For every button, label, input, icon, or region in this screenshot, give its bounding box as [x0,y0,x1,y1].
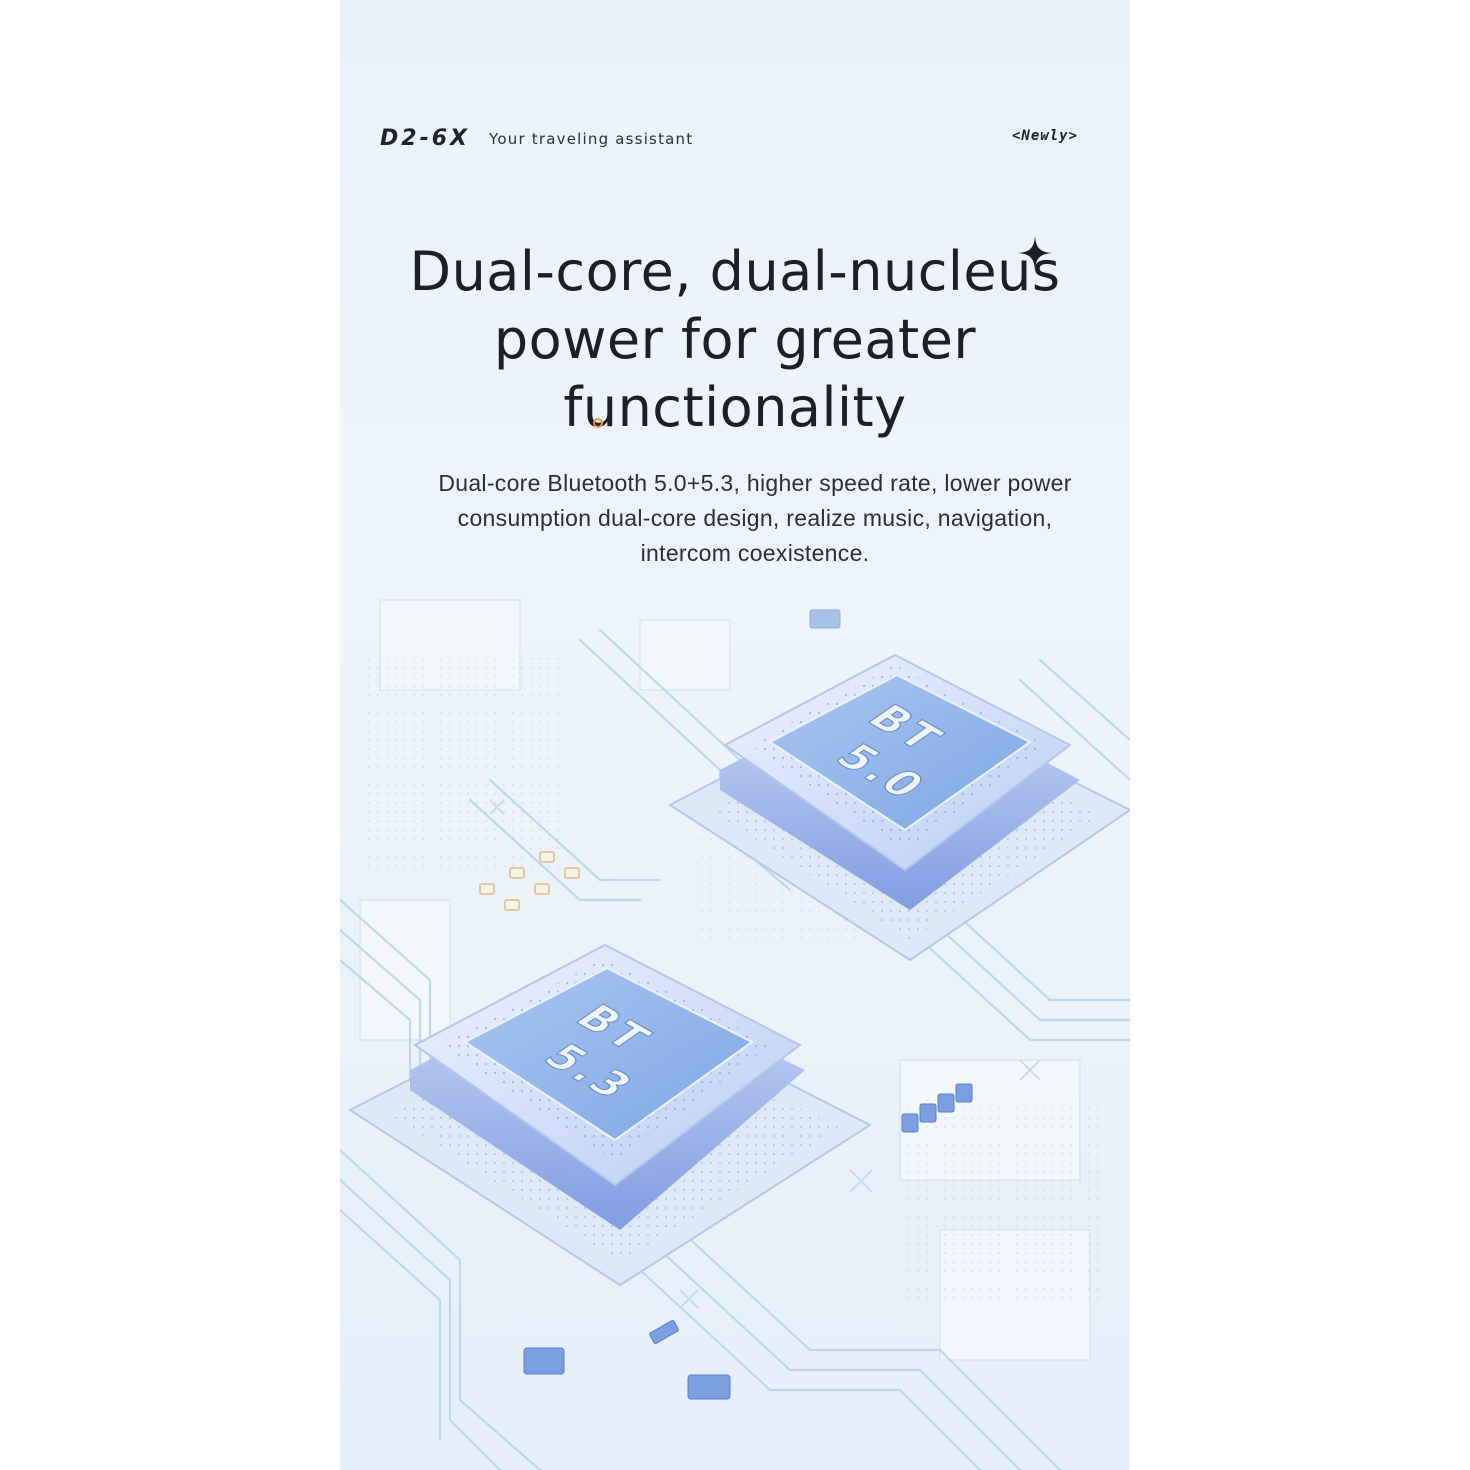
feature-description: Dual-core Bluetooth 5.0+5.3, higher spee… [380,466,1130,571]
accent-dot-icon [593,418,603,428]
headline-line: Dual-core, dual-nucleus [409,240,1061,303]
description-line: consumption dual-core design, realize mu… [457,505,1053,531]
sparkle-icon [1018,236,1052,270]
description-line: Dual-core Bluetooth 5.0+5.3, higher spee… [438,470,1072,496]
chip-bt-5-0: BT 5.0 [668,653,1130,962]
product-panel: BT 5.0 BT 5.3 D2-6X Your traveling assis… [340,0,1130,1470]
headline: Dual-core, dual-nucleus power for greate… [340,238,1130,442]
tagline: Your traveling assistant [489,130,694,148]
circuit-board-illustration: BT 5.0 BT 5.3 [340,599,1130,1470]
chip-bt-5-3: BT 5.3 [348,943,873,1287]
newly-badge: <Newly> [1011,128,1078,144]
description-line: intercom coexistence. [640,540,870,566]
model-name: D2-6X [380,126,470,151]
headline-line: functionality [563,376,907,439]
headline-line: power for greater [493,308,977,371]
